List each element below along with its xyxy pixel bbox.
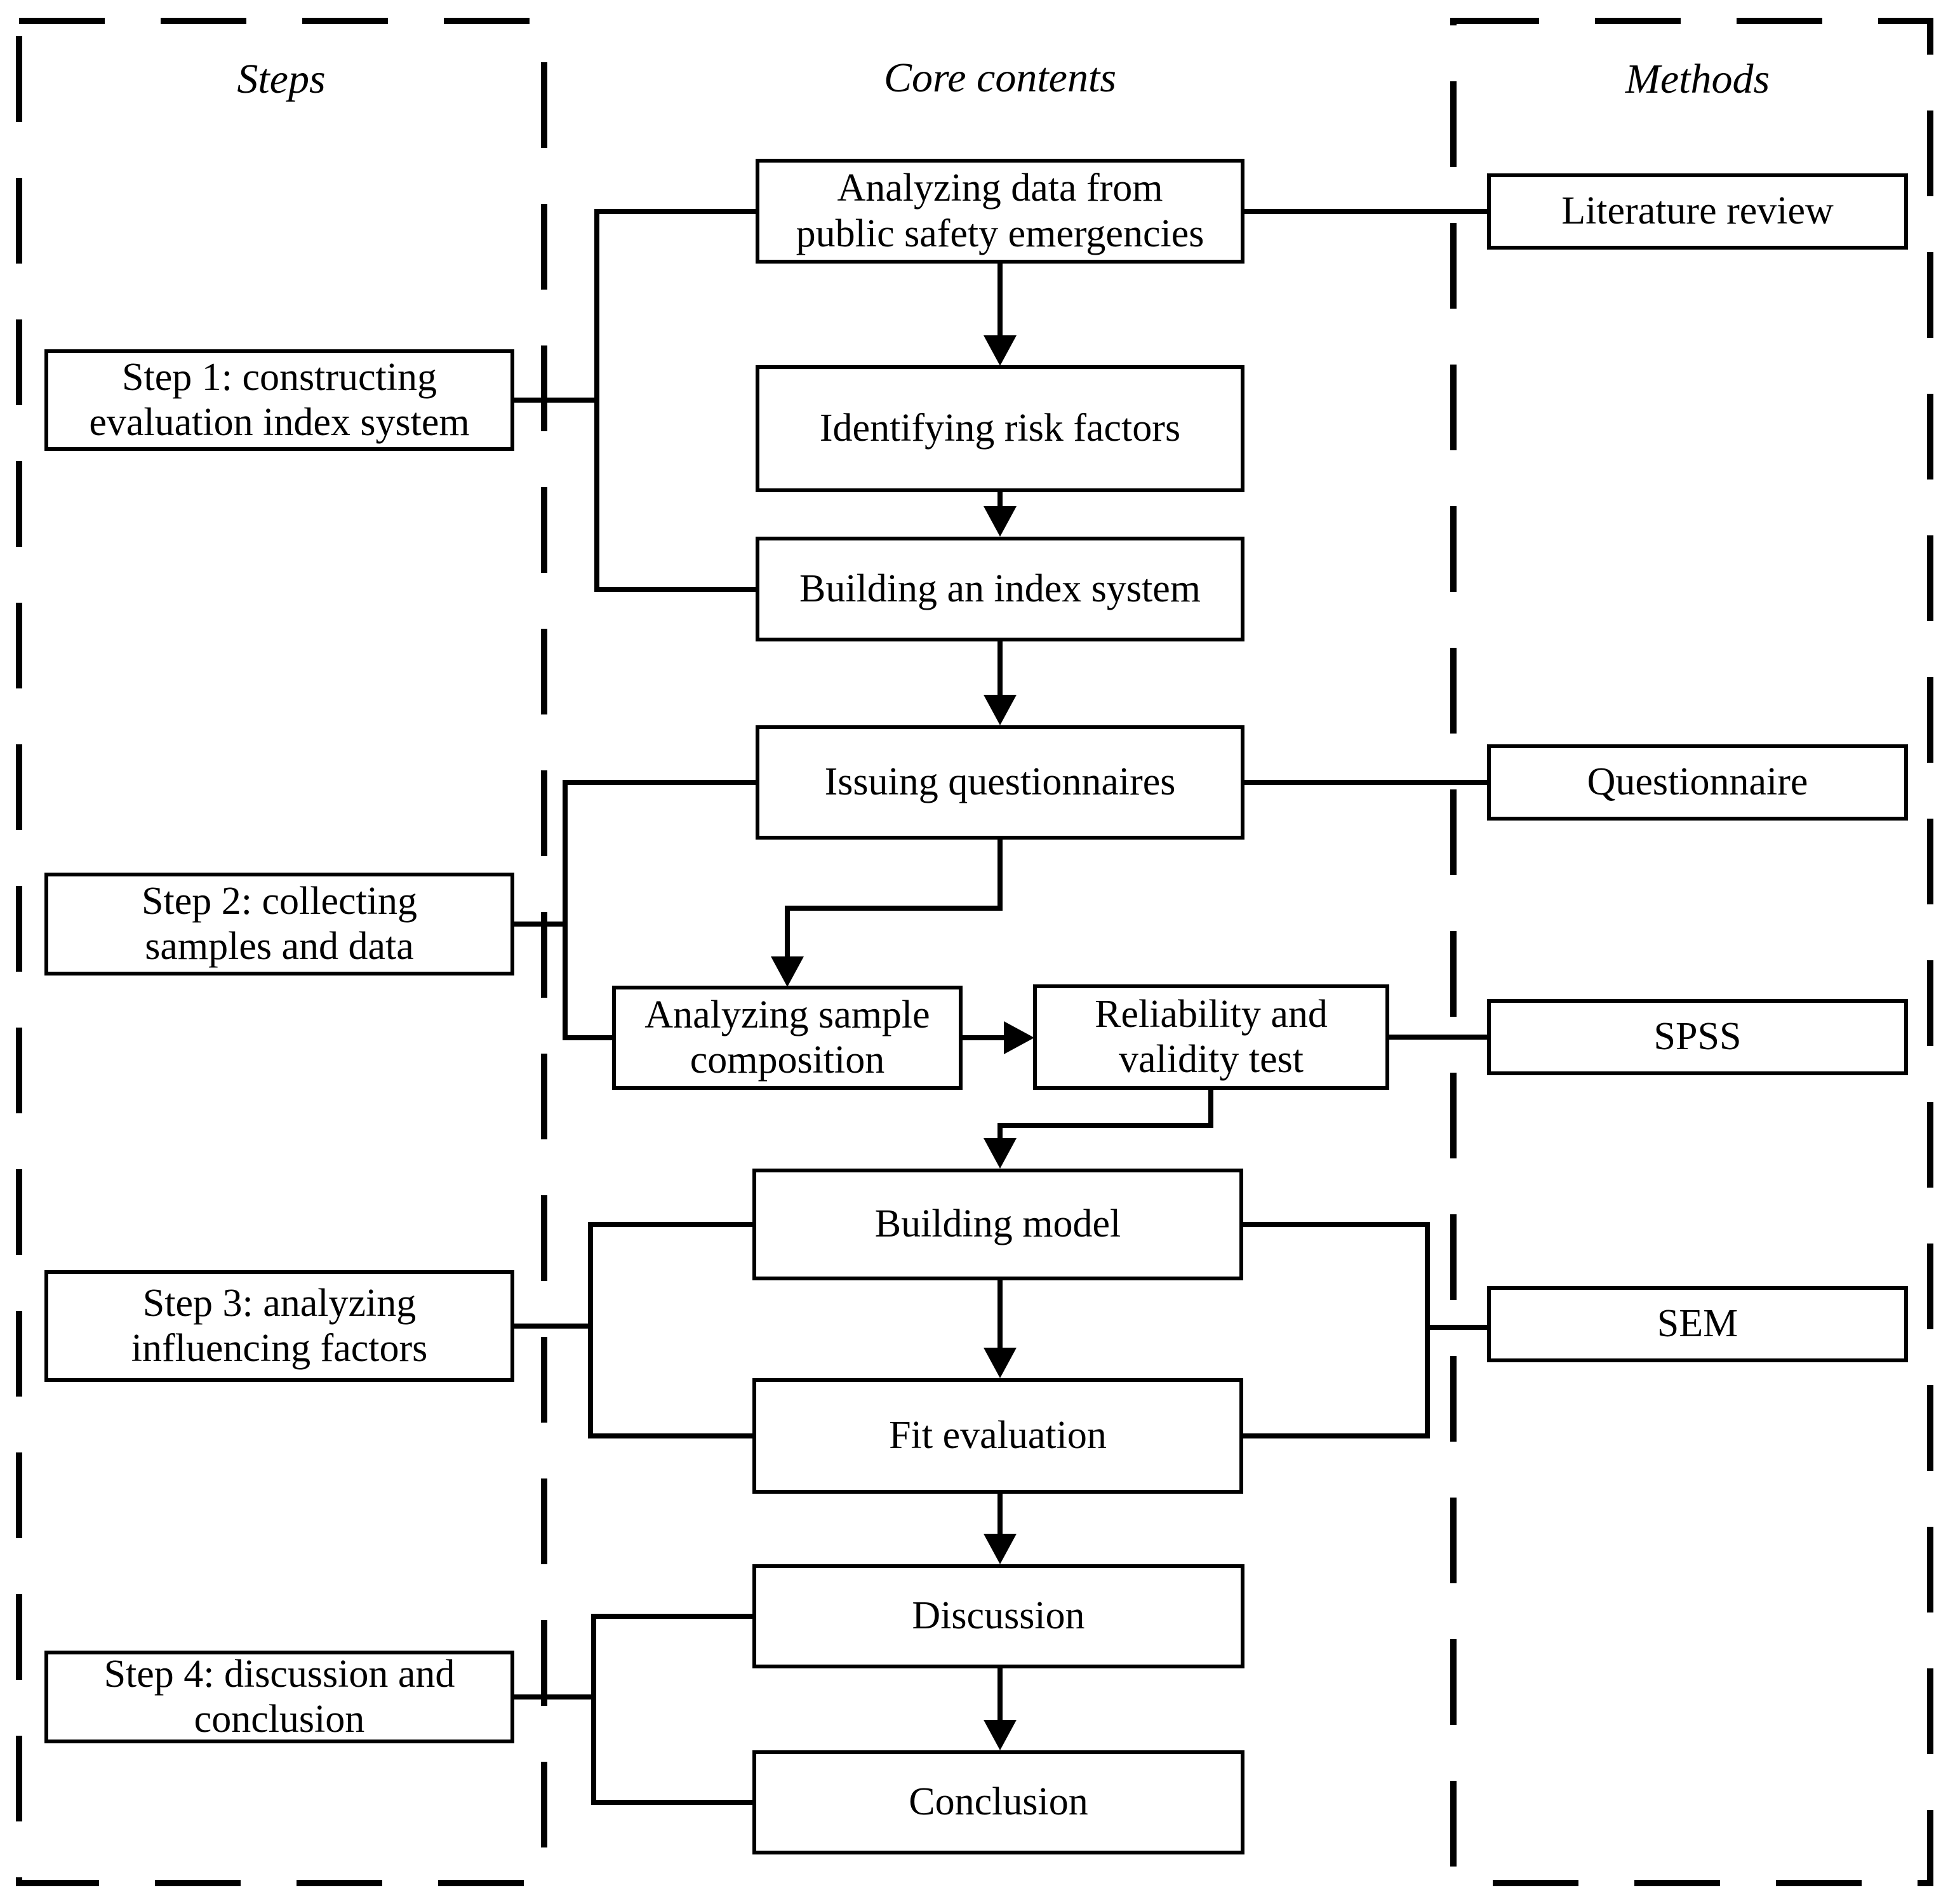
step1-box: Step 1: constructing evaluation index sy…	[44, 349, 514, 451]
connector-step1-bracket	[514, 209, 756, 592]
building-model-box: Building model	[752, 1169, 1243, 1280]
step2-box: Step 2: collecting samples and data	[44, 873, 514, 975]
analyzing-sample-composition-box: Analyzing sample composition	[612, 986, 963, 1090]
identifying-risk-factors-box: Identifying risk factors	[756, 365, 1244, 492]
arrow-analyzing-data-to-identifying	[984, 264, 1017, 366]
core-contents-column-header: Core contents	[884, 55, 1116, 101]
literature-review-box: Literature review	[1487, 173, 1908, 250]
steps-column-dashed-border	[16, 18, 547, 1886]
issuing-questionnaires-box: Issuing questionnaires	[756, 725, 1244, 840]
arrow-building-index-to-issuing	[984, 641, 1017, 725]
arrow-analyzing-sample-to-reliability	[963, 1021, 1034, 1054]
reliability-validity-test-box: Reliability and validity test	[1033, 984, 1389, 1090]
discussion-box: Discussion	[752, 1564, 1244, 1668]
arrow-fit-to-discussion	[984, 1494, 1017, 1564]
methods-column-header: Methods	[1625, 56, 1770, 102]
connector-step3-bracket	[514, 1222, 752, 1438]
connector-step4-bracket	[514, 1614, 752, 1805]
conclusion-box: Conclusion	[752, 1750, 1244, 1854]
spss-box: SPSS	[1487, 999, 1908, 1075]
connector-sem-bracket	[1243, 1222, 1487, 1438]
arrow-issuing-to-analyzing-sample	[771, 840, 1003, 987]
questionnaire-box: Questionnaire	[1487, 744, 1908, 821]
arrow-building-model-to-fit	[984, 1280, 1017, 1378]
fit-evaluation-box: Fit evaluation	[752, 1378, 1243, 1494]
arrow-reliability-to-building-model	[984, 1090, 1213, 1169]
step4-box: Step 4: discussion and conclusion	[44, 1651, 514, 1743]
connector-step2-bracket	[514, 780, 756, 1040]
arrow-identifying-to-building-index	[984, 492, 1017, 537]
sem-box: SEM	[1487, 1286, 1908, 1362]
analyzing-data-box: Analyzing data from public safety emerge…	[756, 159, 1244, 264]
building-index-system-box: Building an index system	[756, 537, 1244, 641]
steps-column-header: Steps	[237, 56, 326, 102]
arrow-discussion-to-conclusion	[984, 1668, 1017, 1750]
step3-box: Step 3: analyzing influencing factors	[44, 1270, 514, 1382]
methods-column-dashed-border	[1450, 18, 1933, 1886]
